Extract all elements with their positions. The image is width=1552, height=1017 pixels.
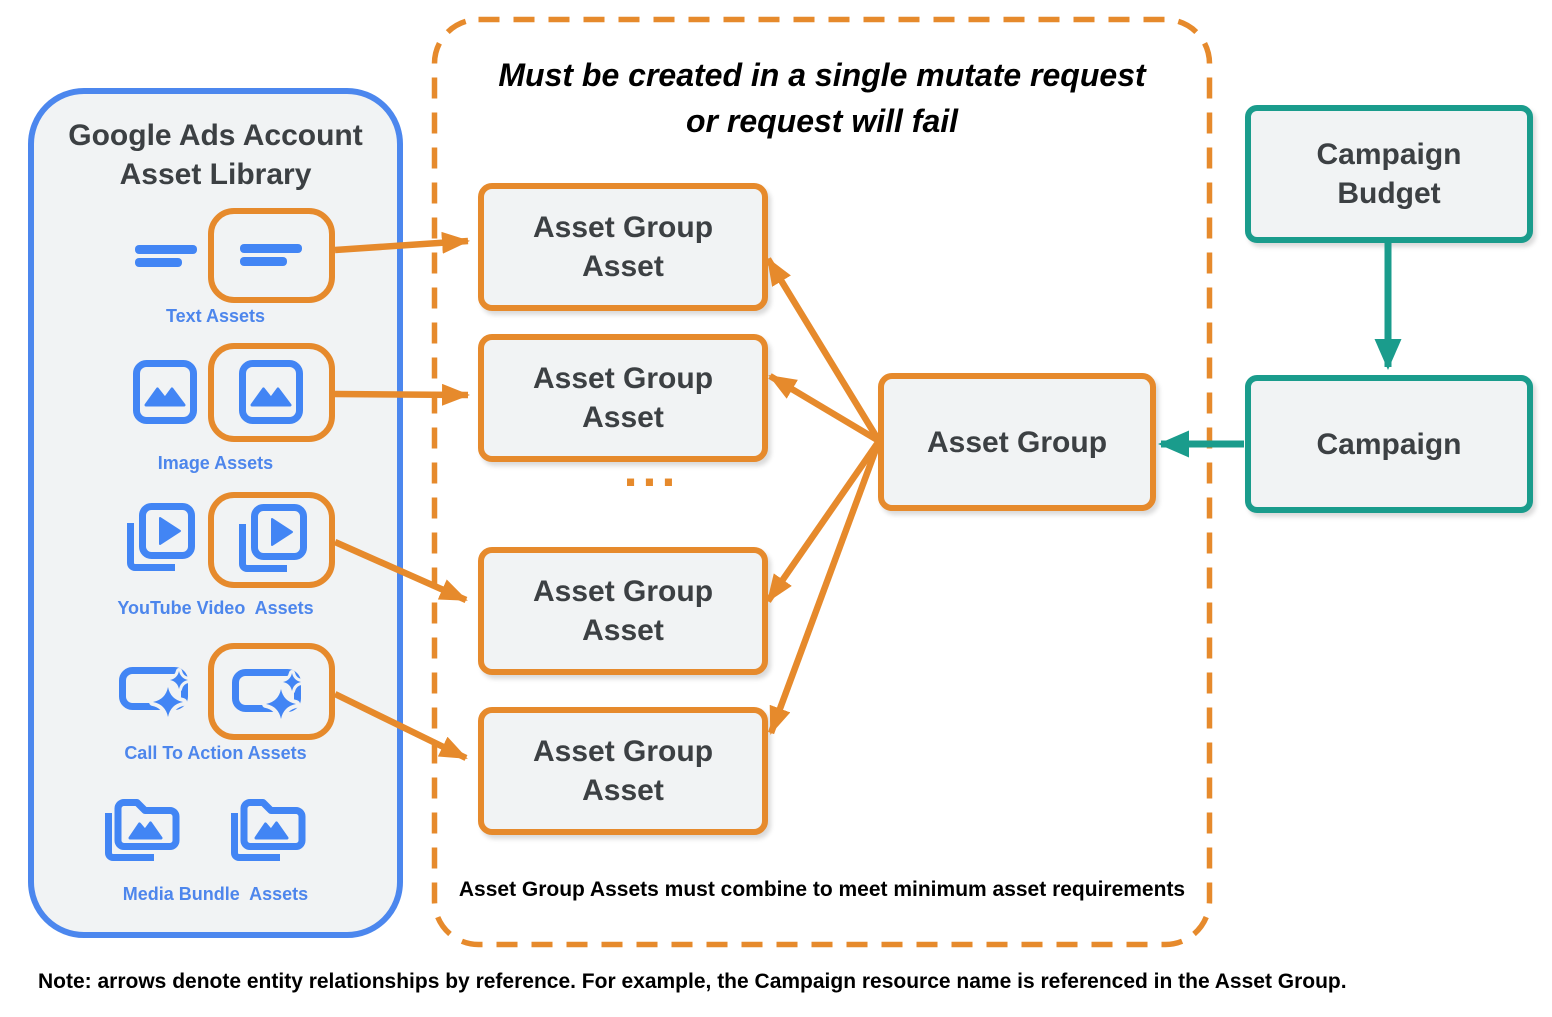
campaign-budget-box: Campaign Budget: [1245, 105, 1533, 243]
text-asset-icon: [240, 244, 302, 266]
footer-note: Note: arrows denote entity relationships…: [38, 970, 1347, 993]
image-asset-icon: [133, 360, 197, 424]
arrow-asset-group-to-asset-group-asset-1: [765, 257, 882, 443]
text-asset-highlight-box: [208, 208, 335, 303]
ellipsis: ...: [623, 441, 681, 497]
asset-group-asset-box: Asset Group Asset: [478, 334, 768, 462]
campaign-box: Campaign: [1245, 375, 1533, 513]
media-bundle-asset-icon: [100, 789, 182, 867]
image-assets-label: Image Assets: [157, 453, 274, 473]
youtube-video-asset-highlight-box: [208, 492, 335, 588]
image-asset-highlight-box: [208, 343, 335, 442]
media-bundle-assets-label: Media Bundle Assets: [122, 884, 309, 904]
call-to-action-asset-icon: [119, 662, 197, 720]
call-to-action-assets-label: Call To Action Assets: [124, 743, 307, 763]
asset-group-asset-box: Asset Group Asset: [478, 707, 768, 835]
asset-library-title: Google Ads Account Asset Library: [68, 119, 363, 191]
mutate-request-title: Must be created in a single mutate reque…: [498, 57, 1146, 140]
call-to-action-asset-icon: [232, 664, 310, 722]
image-asset-icon: [239, 360, 303, 424]
asset-group-asset-box: Asset Group Asset: [478, 183, 768, 311]
text-asset-icon: [135, 245, 197, 267]
youtube-video-assets-label: YouTube Video Assets: [117, 598, 314, 618]
media-bundle-asset-icon: [226, 789, 308, 867]
mutate-requirements-caption: Asset Group Assets must combine to meet …: [458, 878, 1186, 901]
text-assets-label: Text Assets: [165, 306, 266, 326]
youtube-video-asset-icon: [233, 502, 309, 578]
youtube-video-asset-icon: [121, 501, 197, 577]
arrow-asset-group-to-asset-group-asset-2: [768, 373, 881, 444]
asset-group-asset-box: Asset Group Asset: [478, 547, 768, 675]
arrow-asset-group-to-asset-group-asset-3: [765, 439, 882, 603]
call-to-action-asset-highlight-box: [208, 643, 335, 740]
asset-group-box: Asset Group: [878, 373, 1156, 511]
arrow-asset-group-to-asset-group-asset-4: [767, 439, 883, 735]
